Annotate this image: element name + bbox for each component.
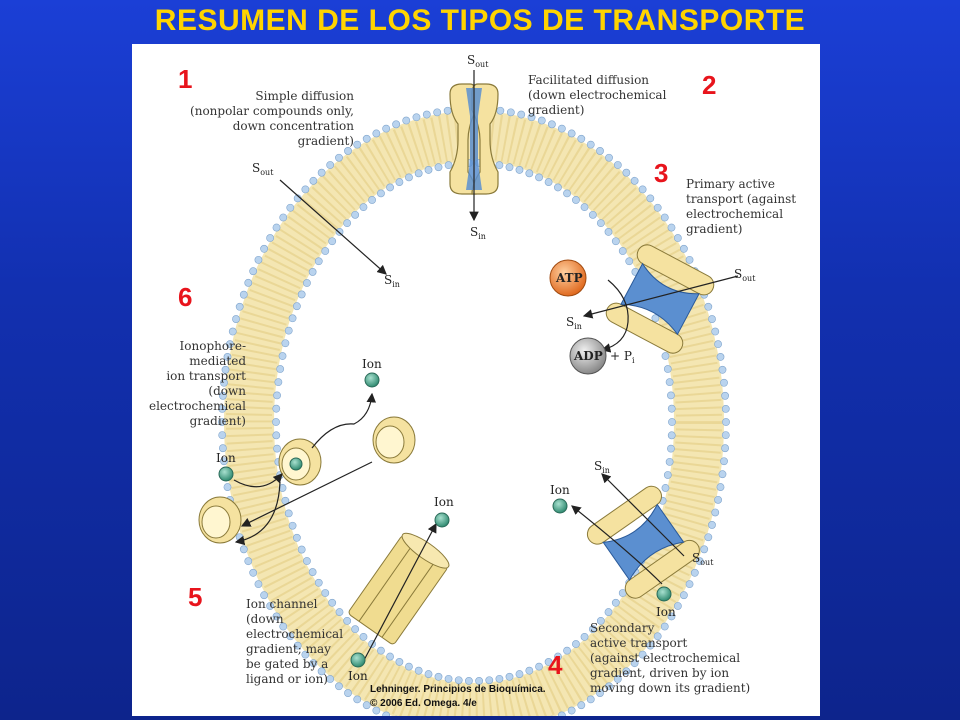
svg-text:Sout: Sout (734, 267, 756, 283)
credit-line-2: © 2006 Ed. Omega. 4/e (370, 698, 477, 709)
svg-text:Sin: Sin (470, 225, 486, 241)
svg-text:Sin: Sin (566, 315, 582, 331)
number-3: 3 (654, 158, 668, 188)
label-line: Primary active (686, 177, 775, 191)
simple-diffusion-arrow (279, 179, 387, 275)
svg-text:Ion: Ion (348, 669, 368, 683)
secondary-substrate-arrow (601, 473, 685, 557)
number-4: 4 (548, 650, 563, 680)
svg-text:ADP: ADP (573, 349, 603, 363)
label-line: Ion channel (246, 597, 318, 611)
svg-text:Ion: Ion (216, 451, 236, 465)
label-line: electrochemical (246, 627, 343, 641)
svg-text:Sin: Sin (384, 273, 400, 289)
label-line: active transport (590, 636, 687, 650)
ion-secondary-inner (552, 498, 568, 514)
label-line: (down electrochemical (528, 88, 667, 102)
label-line: Facilitated diffusion (528, 73, 649, 87)
primary-active-pump (605, 244, 715, 354)
label-line: down concentration (233, 119, 355, 133)
ionophore-arrow-return (240, 461, 373, 527)
secondary-active-transporter (586, 485, 700, 599)
ion-secondary-outer (656, 586, 672, 602)
label-line: gradient, driven by ion (590, 666, 729, 680)
ionophore-carriers (198, 416, 416, 544)
primary-substrate-arrow (582, 275, 739, 319)
ionophore-arrow-carrier (234, 481, 281, 546)
ionophore-arrow-in (233, 473, 283, 488)
substrate-symbols: Sout Sin Sout Sin Sout Sin Sin Sout ATP … (216, 53, 756, 683)
svg-text:+ Pi: + Pi (610, 349, 635, 365)
ionophore-arrow-release (311, 392, 377, 449)
label-line: (nonpolar compounds only, (190, 104, 354, 118)
transport-diagram: Sout Sin Sout Sin Sout Sin Sin Sout ATP … (149, 53, 796, 716)
label-line: moving down its gradient) (590, 681, 750, 695)
svg-text:Sout: Sout (467, 53, 489, 69)
label-line: ligand or ion) (246, 672, 328, 686)
label-line: Simple diffusion (255, 89, 354, 103)
label-line: gradient; may (246, 642, 331, 656)
diagram-panel: Sout Sin Sout Sin Sout Sin Sin Sout ATP … (132, 44, 820, 716)
svg-text:ATP: ATP (555, 271, 583, 285)
svg-text:Sin: Sin (594, 459, 610, 475)
number-1: 1 (178, 64, 192, 94)
svg-text:Ion: Ion (362, 357, 382, 371)
label-line: electrochemical (686, 207, 783, 221)
label-facilitated-diffusion: Facilitated diffusion(down electrochemic… (528, 73, 667, 117)
atp-molecule (549, 259, 587, 297)
svg-text:Sout: Sout (252, 161, 274, 177)
label-line: Ionophore- (180, 339, 246, 353)
ion-channel-protein (348, 532, 450, 645)
label-ion-channel: Ion channel(downelectrochemicalgradient;… (246, 597, 343, 686)
label-line: electrochemical (149, 399, 246, 413)
outer-lipid-heads (218, 105, 730, 716)
number-6: 6 (178, 282, 192, 312)
facilitated-diffusion-protein (449, 70, 499, 222)
label-line: gradient) (686, 222, 742, 236)
label-line: (down (246, 612, 284, 626)
adp-molecule (569, 337, 607, 375)
page-title: RESUMEN DE LOS TIPOS DE TRANSPORTE (154, 4, 806, 37)
ion-channel-arrow (361, 522, 437, 665)
ion-channel-inner (434, 512, 450, 528)
credit-line-1: Lehninger. Principios de Bioquímica. (370, 684, 546, 695)
ionophore-ion-outer (218, 466, 234, 482)
label-line: (against electrochemical (590, 651, 740, 665)
number-2: 2 (702, 70, 716, 100)
label-line: transport (against (686, 192, 796, 206)
number-5: 5 (188, 582, 202, 612)
svg-text:Ion: Ion (434, 495, 454, 509)
label-line: ion transport (166, 369, 246, 383)
secondary-ion-arrow (571, 505, 663, 585)
label-line: be gated by a (246, 657, 328, 671)
svg-text:Ion: Ion (656, 605, 676, 619)
label-line: (down (208, 384, 246, 398)
atp-hydrolysis-arrow (600, 279, 629, 353)
label-line: gradient) (298, 134, 354, 148)
label-line: gradient) (528, 103, 584, 117)
ionophore-ion-inner (364, 372, 380, 388)
ion-channel-outer (350, 652, 366, 668)
label-simple-diffusion: Simple diffusion(nonpolar compounds only… (190, 89, 354, 148)
svg-text:Ion: Ion (550, 483, 570, 497)
label-line: Secondary (590, 621, 655, 635)
label-line: mediated (189, 354, 246, 368)
label-line: gradient) (190, 414, 246, 428)
svg-text:Sout: Sout (692, 551, 714, 567)
